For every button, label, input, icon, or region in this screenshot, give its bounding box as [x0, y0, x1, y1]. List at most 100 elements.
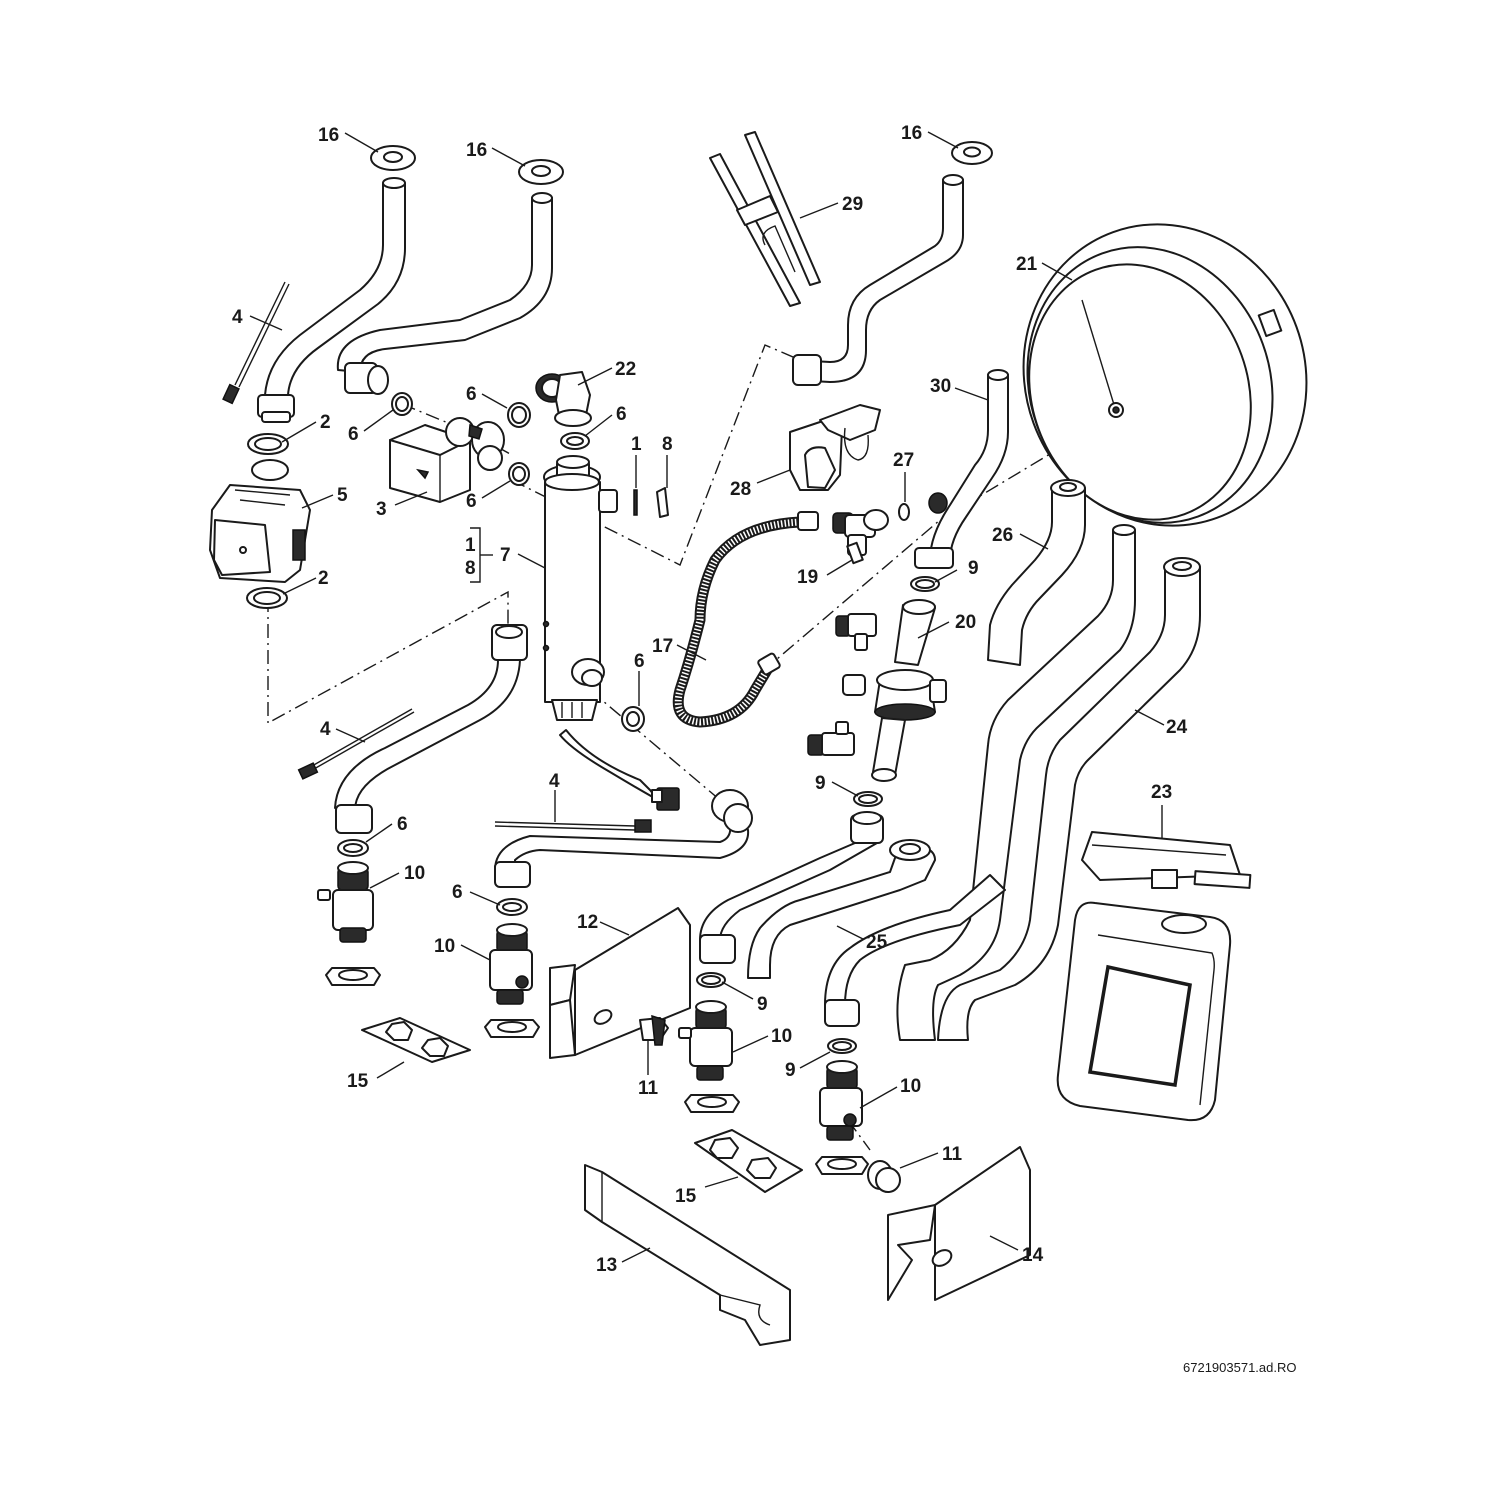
mounting-plate-15-b[interactable] [694, 1129, 803, 1193]
pipe-left-upper[interactable] [257, 177, 406, 423]
pipe-lower-right[interactable] [824, 874, 1006, 1027]
valve-fitting-28[interactable] [789, 404, 881, 491]
valve-actuator-3[interactable] [389, 417, 505, 503]
valve-assembly-19[interactable] [832, 509, 889, 565]
callout-14: 14 [1022, 1245, 1044, 1266]
gasket-9-c[interactable] [696, 972, 726, 988]
control-display-unit[interactable] [1056, 901, 1232, 1122]
union-nut [344, 362, 389, 395]
seal-27[interactable] [898, 503, 910, 521]
temperature-sensor-4-lower[interactable] [494, 819, 652, 833]
callout-17: 17 [652, 636, 673, 657]
gasket-6-d[interactable] [508, 462, 530, 486]
cap-8[interactable] [656, 487, 669, 518]
service-valve-10-c[interactable] [678, 1000, 733, 1081]
callout-2: 2 [320, 412, 331, 433]
callout-labels: 16 16 16 29 21 4 22 6 6 6 6 2 2 1 8 30 2… [232, 123, 1188, 1276]
pipe-middle-upper[interactable] [336, 192, 553, 395]
elbow-fitting-22[interactable] [535, 371, 592, 427]
gasket-6-c[interactable] [560, 432, 590, 450]
gasket-16-left[interactable] [370, 145, 416, 171]
callout-9: 9 [785, 1060, 796, 1081]
gasket-9-d[interactable] [827, 1038, 857, 1054]
pipe-30[interactable] [914, 369, 1009, 569]
callout-10: 10 [434, 936, 455, 957]
callout-30: 30 [930, 376, 951, 397]
callout-12: 12 [577, 912, 598, 933]
o-ring-1[interactable] [633, 489, 638, 516]
pipe-lower-center[interactable] [699, 811, 884, 964]
callout-7: 7 [500, 545, 511, 566]
callout-11: 11 [638, 1078, 659, 1099]
circulation-pump-5[interactable] [209, 459, 311, 583]
callout-20: 20 [955, 612, 976, 633]
bracket-13[interactable] [584, 1164, 791, 1346]
callout-1: 1 [631, 434, 642, 455]
callout-23: 23 [1151, 782, 1172, 803]
callout-15: 15 [675, 1186, 697, 1207]
temperature-sensor-4-mid[interactable] [297, 708, 415, 780]
gasket-9-b[interactable] [853, 791, 883, 807]
gasket-6-a[interactable] [391, 392, 413, 416]
drawing-reference-code: 6721903571.ad.RO [1183, 1360, 1296, 1375]
gasket-6-g[interactable] [496, 898, 528, 916]
valve-handle-11-b[interactable] [867, 1160, 901, 1193]
callout-6: 6 [616, 404, 627, 425]
pipe-26[interactable] [987, 479, 1086, 666]
flexible-hose-17[interactable] [672, 511, 819, 728]
lock-nut-a[interactable] [325, 967, 381, 986]
callout-9: 9 [757, 994, 768, 1015]
display-cover-23[interactable] [1081, 831, 1252, 889]
gasket-16-right[interactable] [951, 141, 993, 165]
callout-9: 9 [815, 773, 826, 794]
gasket-2-lower[interactable] [246, 587, 288, 609]
lock-nut-d[interactable] [815, 1156, 869, 1175]
callout-25: 25 [866, 932, 888, 953]
callout-11: 11 [942, 1144, 963, 1165]
callout-4: 4 [320, 719, 331, 740]
service-valve-10-d[interactable] [819, 1060, 863, 1141]
expansion-vessel-21[interactable] [981, 184, 1348, 565]
gasket-6-e[interactable] [621, 706, 645, 732]
callout-3: 3 [376, 499, 387, 520]
pipe-middle-lower[interactable] [494, 729, 753, 888]
callout-22: 22 [615, 359, 636, 380]
callout-4: 4 [549, 771, 560, 792]
temperature-sensor-4-top[interactable] [222, 281, 290, 405]
callout-29: 29 [842, 194, 863, 215]
pipe-right-upper[interactable] [792, 174, 964, 386]
safety-group-20[interactable] [807, 599, 947, 782]
callout-26: 26 [992, 525, 1013, 546]
callout-6: 6 [452, 882, 463, 903]
callout-6: 6 [466, 491, 477, 512]
callout-2: 2 [318, 568, 329, 589]
bracket-14[interactable] [887, 1146, 1031, 1301]
valve-handle-11-a[interactable] [639, 1014, 669, 1046]
hydraulic-separator-7[interactable] [542, 455, 618, 721]
callout-8: 8 [465, 558, 476, 579]
pipe-bracket-29[interactable] [709, 131, 821, 307]
callout-6: 6 [634, 651, 645, 672]
lock-nut-c[interactable] [684, 1094, 740, 1113]
pipe-24[interactable] [896, 524, 1136, 1041]
callout-6: 6 [397, 814, 408, 835]
lock-nut-b[interactable] [484, 1019, 540, 1038]
callout-24: 24 [1166, 717, 1188, 738]
union-fitting [711, 789, 753, 833]
pipe-25[interactable] [747, 839, 936, 979]
gasket-2-upper[interactable] [247, 433, 289, 455]
gasket-9-a[interactable] [910, 576, 940, 592]
connector-block [651, 787, 680, 811]
gasket-16-middle[interactable] [518, 159, 564, 185]
callout-16: 16 [466, 140, 487, 161]
pipe-24-second[interactable] [937, 557, 1201, 1041]
service-valve-10-b[interactable] [489, 923, 533, 1005]
mounting-plate-15-a[interactable] [361, 1017, 471, 1063]
service-valve-10-a[interactable] [317, 861, 374, 943]
gasket-6-f[interactable] [337, 839, 369, 857]
pipe-left-lower[interactable] [334, 624, 528, 834]
side-port [571, 658, 605, 687]
callout-1: 1 [465, 535, 476, 556]
gasket-6-b[interactable] [507, 402, 531, 428]
